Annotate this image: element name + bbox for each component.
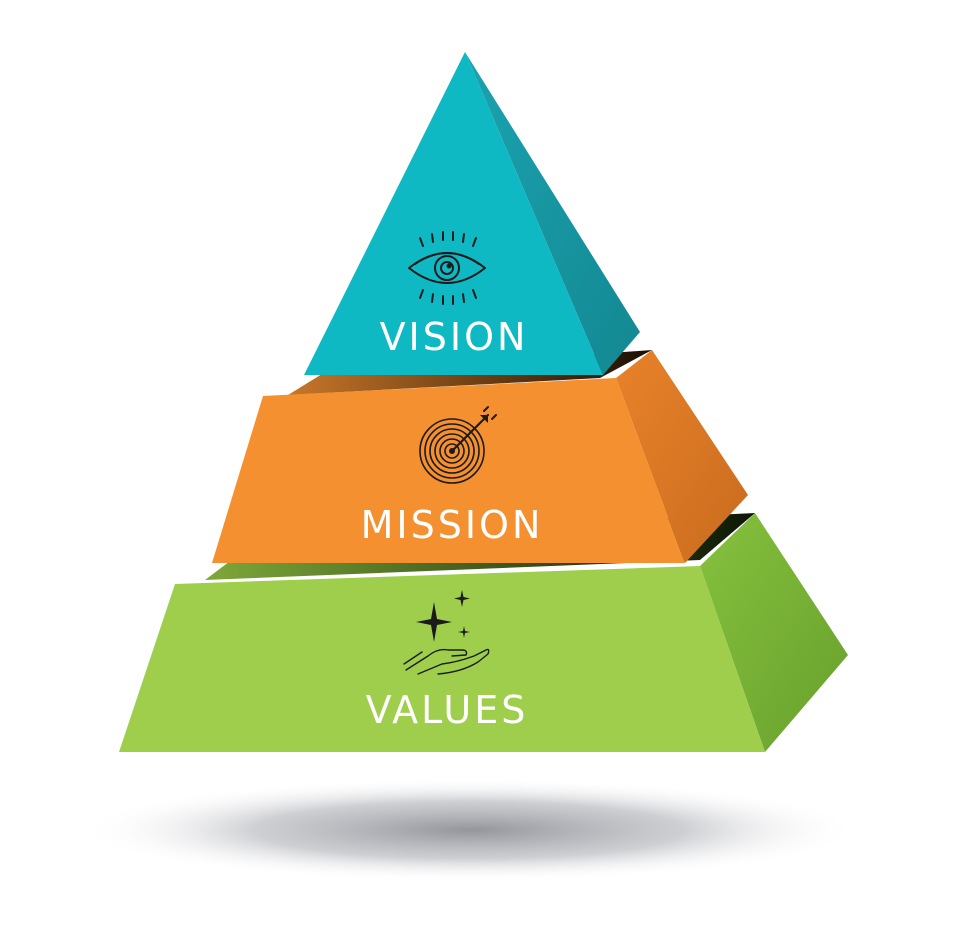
values-side-face bbox=[700, 513, 848, 752]
vision-front-face bbox=[304, 52, 603, 375]
mission-side-face bbox=[616, 350, 748, 563]
tier-vision bbox=[304, 52, 640, 375]
tier-label-values: VALUES bbox=[366, 688, 529, 732]
eye-icon bbox=[408, 231, 486, 305]
tier-label-mission: MISSION bbox=[361, 503, 544, 547]
hand-sparkles-icon bbox=[403, 590, 490, 675]
tier-label-vision: VISION bbox=[380, 315, 529, 359]
vision-side-face bbox=[465, 52, 640, 375]
target-arrow-icon bbox=[419, 406, 497, 484]
mission-front-face bbox=[212, 378, 685, 563]
values-front-face bbox=[119, 566, 765, 752]
floor-shadow bbox=[80, 778, 860, 882]
